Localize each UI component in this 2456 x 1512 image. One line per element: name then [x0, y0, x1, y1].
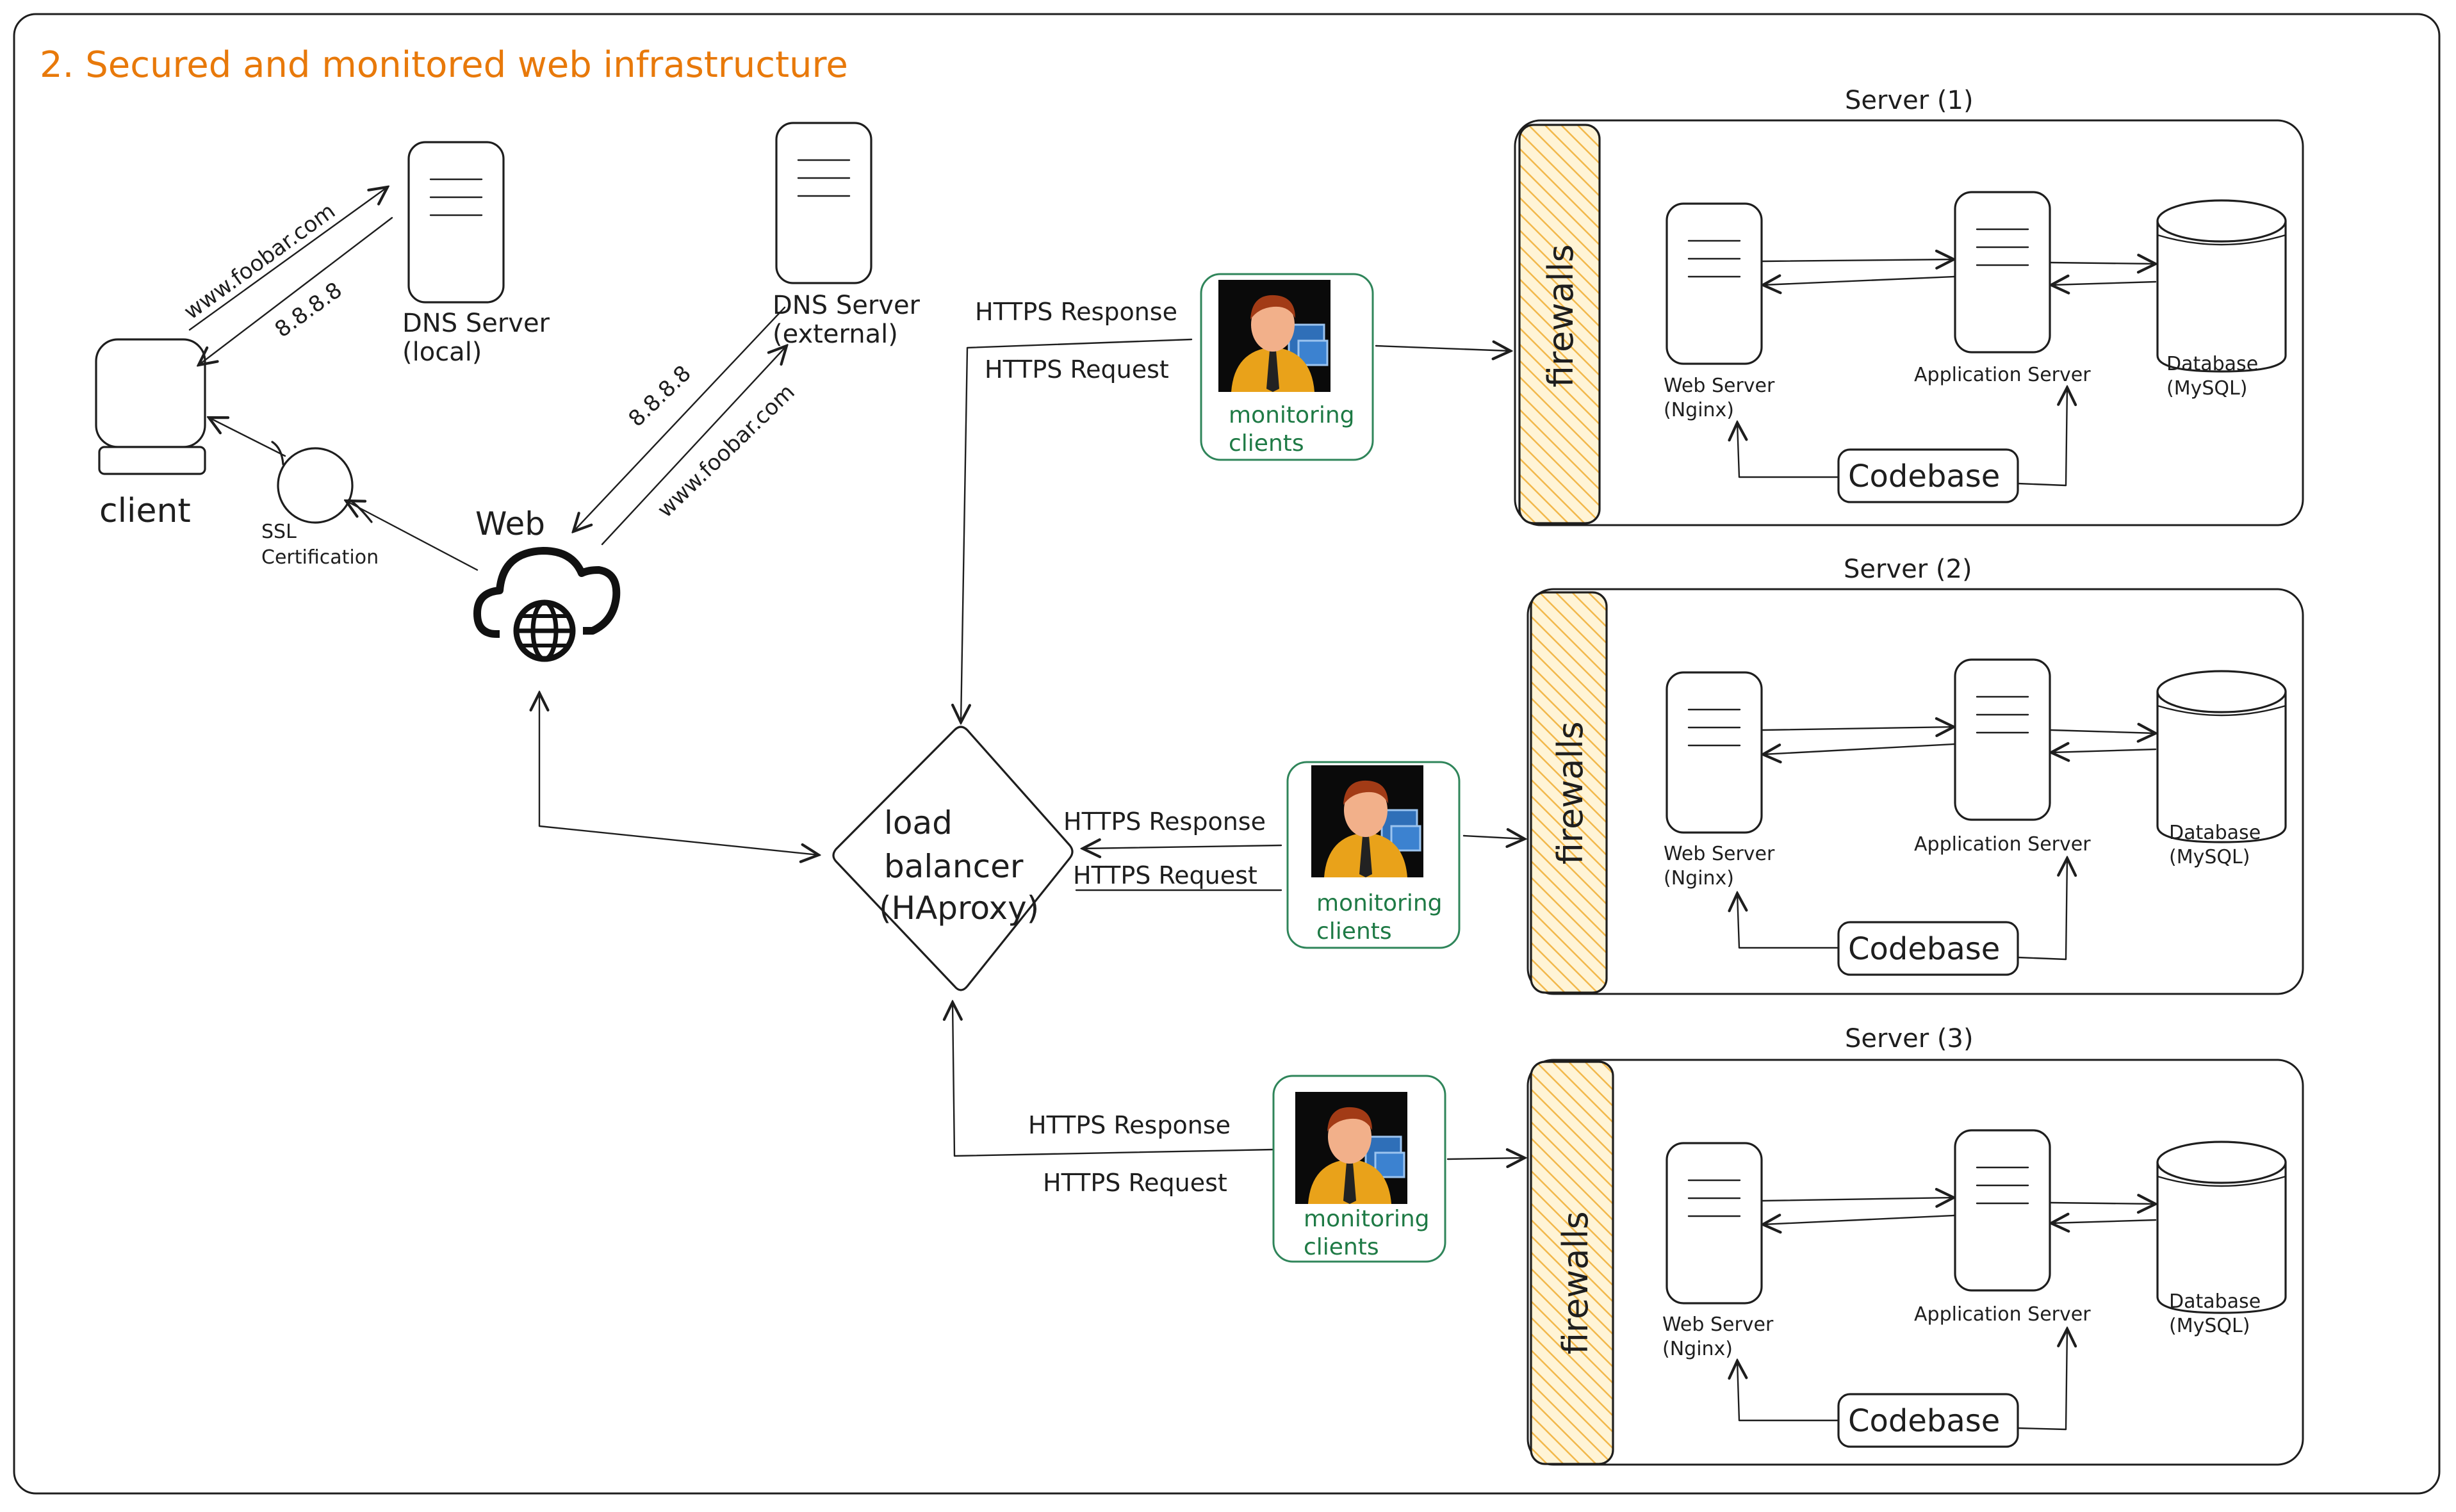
lb-to-monitoring-3-arrow	[953, 1002, 1275, 1157]
monitoring-2-label-line2: clients	[1316, 918, 1392, 945]
monitoring-3-label-line1: monitoring	[1304, 1206, 1430, 1232]
firewall-2	[1530, 591, 1608, 994]
web-server-1-icon	[1666, 202, 1763, 365]
dns-local-answer-label: 8.8.8.8	[270, 277, 347, 343]
outer-frame	[13, 13, 2441, 1495]
lb2-https-request-label: HTTPS Request	[1073, 861, 1257, 890]
application-server-3-icon	[1954, 1129, 2051, 1292]
application-server-1-icon	[1954, 191, 2051, 354]
web-server-3-icon	[1666, 1142, 1763, 1305]
database-1-label-line1: Database	[2166, 353, 2258, 375]
web-server-2-icon	[1666, 671, 1763, 834]
dns-local-label-line1: DNS Server	[402, 309, 550, 338]
database-3-icon	[2156, 1141, 2287, 1314]
database-1-icon	[2156, 199, 2287, 373]
client-to-dns-local-arrow	[188, 187, 388, 331]
dns-external-server-icon	[775, 122, 872, 284]
web-server-3-label-line2: (Nginx)	[1662, 1338, 1733, 1360]
ssl-to-web-arrow	[346, 501, 479, 571]
lb1-https-response-label: HTTPS Response	[975, 298, 1177, 326]
lb3-https-response-label: HTTPS Response	[1028, 1111, 1231, 1139]
server-block-1: Server (1) firewalls Web Server (Nginx) …	[1514, 86, 2304, 526]
monitoring-2-to-firewall-2-arrow	[1462, 836, 1525, 839]
dns-local-to-client-arrow	[199, 216, 393, 365]
load-balancer-label-line1: load	[884, 804, 953, 841]
lb3-https-request-label: HTTPS Request	[1043, 1169, 1227, 1197]
firewall-3-label: firewalls	[1555, 1211, 1596, 1354]
codebase-1	[1837, 448, 2019, 503]
codebase-3-label: Codebase	[1848, 1403, 2000, 1439]
page-title: 2. Secured and monitored web infrastruct…	[40, 44, 848, 86]
ssl-label-line1: SSL	[261, 521, 297, 543]
server-block-2: Server (2) firewalls Web Server (Nginx) …	[1527, 555, 2304, 995]
server-2-title: Server (2)	[1844, 555, 1972, 584]
dns-external-label-line2: (external)	[773, 320, 898, 349]
web-label: Web	[475, 505, 545, 542]
lb-to-monitoring-1-arrow	[961, 338, 1193, 722]
client-label: client	[99, 492, 191, 530]
database-3-label-line2: (MySQL)	[2169, 1315, 2250, 1337]
person-at-computer-icon	[1294, 1091, 1409, 1205]
client-to-ssl-arrow	[209, 418, 286, 457]
server-block-3: Server (3) firewalls Web Server (Nginx) …	[1527, 1024, 2304, 1466]
person-at-computer-icon	[1217, 279, 1332, 393]
lb2-https-response-label: HTTPS Response	[1063, 808, 1266, 836]
monitoring-1-label-line1: monitoring	[1229, 402, 1355, 428]
database-1-label-line2: (MySQL)	[2166, 377, 2247, 400]
cloud-globe-icon	[473, 547, 621, 662]
dns-external-label-line1: DNS Server	[773, 291, 921, 320]
database-2-label-line2: (MySQL)	[2169, 846, 2250, 868]
monitoring-2-label-line1: monitoring	[1316, 890, 1443, 916]
web-server-2-label-line2: (Nginx)	[1664, 867, 1734, 890]
client-computer-icon	[95, 338, 206, 475]
load-balancer-label-line2: balancer	[884, 848, 1024, 885]
load-balancer-diamond	[832, 726, 1074, 991]
monitoring-clients-1: monitoring clients	[1200, 273, 1374, 461]
codebase-2-label: Codebase	[1848, 931, 2000, 967]
database-2-label-line1: Database	[2169, 822, 2261, 844]
dns-external-to-web-arrow	[573, 306, 786, 532]
ssl-circle-icon	[277, 447, 354, 524]
monitoring-clients-2: monitoring clients	[1286, 761, 1461, 949]
app-server-2-label: Application Server	[1914, 833, 2091, 856]
lb1-https-request-label: HTTPS Request	[985, 355, 1169, 384]
server-1-frame	[1514, 119, 2304, 526]
server-3-frame	[1527, 1059, 2304, 1466]
app-server-3-label: Application Server	[1914, 1303, 2091, 1326]
web-server-3-label-line1: Web Server	[1662, 1313, 1774, 1336]
monitoring-1-label-line2: clients	[1229, 430, 1304, 457]
load-balancer-label-line3: (HAproxy)	[879, 890, 1039, 927]
server-1-title: Server (1)	[1845, 86, 1974, 115]
dns-external-query-label: www.foobar.com	[652, 379, 799, 523]
firewall-1	[1518, 124, 1601, 524]
server-2-frame	[1527, 588, 2304, 995]
database-2-icon	[2156, 670, 2287, 843]
dns-local-server-icon	[407, 141, 505, 304]
monitoring-1-to-firewall-1-arrow	[1375, 346, 1510, 351]
web-server-2-label-line1: Web Server	[1664, 843, 1775, 865]
codebase-1-label: Codebase	[1848, 459, 2000, 494]
monitoring-2-to-lb-arrow	[1083, 845, 1282, 849]
web-server-1-label-line1: Web Server	[1664, 375, 1775, 397]
database-3-label-line1: Database	[2169, 1290, 2261, 1313]
person-at-computer-icon	[1310, 764, 1425, 879]
server-3-title: Server (3)	[1845, 1024, 1974, 1053]
dns-external-answer-label: 8.8.8.8	[623, 361, 696, 432]
app-server-1-label: Application Server	[1914, 364, 2091, 386]
monitoring-clients-3: monitoring clients	[1272, 1075, 1446, 1263]
ssl-label-line2: Certification	[261, 546, 379, 569]
firewall-1-label: firewalls	[1541, 244, 1581, 387]
dns-local-label-line2: (local)	[402, 337, 482, 367]
application-server-2-icon	[1954, 658, 2051, 821]
web-to-load-balancer-arrow	[539, 693, 819, 855]
firewall-3	[1530, 1061, 1614, 1465]
firewall-2-label: firewalls	[1550, 721, 1591, 865]
monitoring-3-to-firewall-3-arrow	[1446, 1158, 1525, 1159]
web-server-1-label-line2: (Nginx)	[1664, 399, 1734, 421]
monitoring-3-label-line2: clients	[1304, 1234, 1379, 1260]
web-to-dns-external-arrow	[601, 346, 787, 546]
